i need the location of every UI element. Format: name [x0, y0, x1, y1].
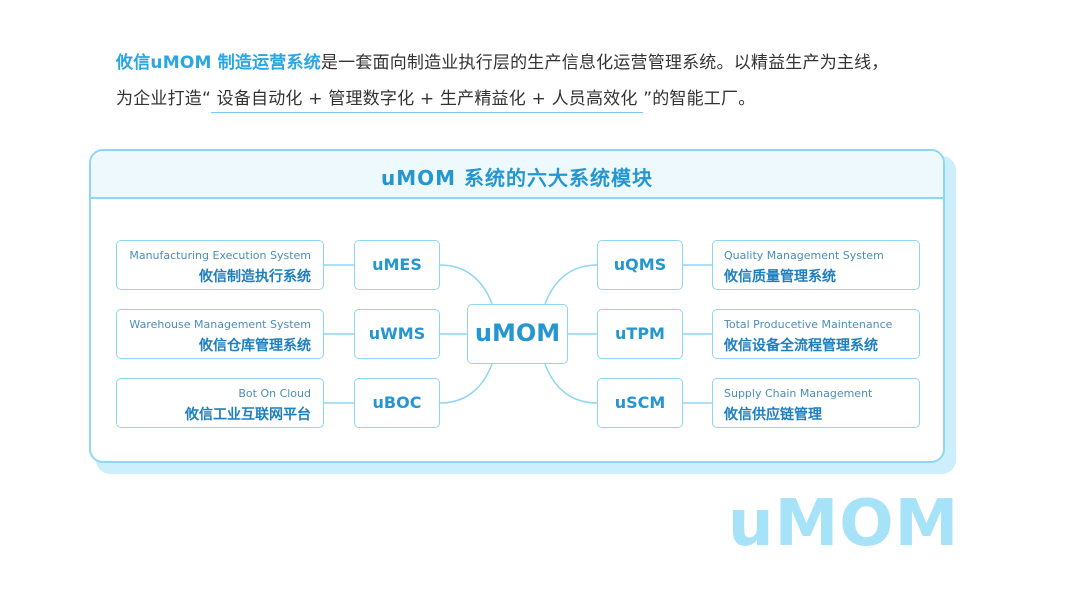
desc-tpm-en: Total Producetive Maintenance — [724, 318, 893, 331]
panel-header: uMOM 系统的六大系统模块 — [91, 151, 943, 199]
desc-scm: Supply Chain Management 攸信供应链管理 — [712, 378, 920, 428]
desc-qms-cn: 攸信质量管理系统 — [724, 269, 836, 285]
curve-scm — [544, 363, 598, 404]
module-umes: uMES — [354, 240, 440, 290]
intro-line-2-after: ”的智能工厂。 — [643, 89, 756, 109]
module-uboc: uBOC — [354, 378, 440, 428]
umom-watermark: uMOM — [728, 487, 960, 561]
desc-wms-en: Warehouse Management System — [129, 318, 311, 331]
desc-tpm-cn: 攸信设备全流程管理系统 — [724, 338, 878, 354]
desc-scm-en: Supply Chain Management — [724, 387, 873, 400]
intro-line-2: 为企业打造“ 设备自动化 + 管理数字化 + 生产精益化 + 人员高效化 ”的智… — [116, 84, 756, 113]
desc-mes-en: Manufacturing Execution System — [129, 249, 311, 262]
module-uwms: uWMS — [354, 309, 440, 359]
curve-qms — [544, 264, 598, 305]
desc-boc-cn: 攸信工业互联网平台 — [185, 407, 311, 423]
intro-line-2-underlined: 设备自动化 + 管理数字化 + 生产精益化 + 人员高效化 — [211, 89, 644, 113]
intro-line-2-before: 为企业打造“ — [116, 89, 212, 109]
desc-boc-en: Bot On Cloud — [238, 387, 311, 400]
desc-tpm: Total Producetive Maintenance 攸信设备全流程管理系… — [712, 309, 920, 359]
curve-mes — [439, 264, 493, 305]
center-umom: uMOM — [467, 304, 568, 364]
curve-boc — [439, 363, 493, 404]
desc-scm-cn: 攸信供应链管理 — [724, 407, 822, 423]
intro-product-name: 攸信uMOM 制造运营系统 — [116, 53, 321, 73]
desc-wms-cn: 攸信仓库管理系统 — [199, 338, 311, 354]
desc-mes-cn: 攸信制造执行系统 — [199, 269, 311, 285]
desc-wms: Warehouse Management System 攸信仓库管理系统 — [116, 309, 324, 359]
module-utpm: uTPM — [597, 309, 683, 359]
desc-qms: Quality Management System 攸信质量管理系统 — [712, 240, 920, 290]
desc-qms-en: Quality Management System — [724, 249, 884, 262]
desc-mes: Manufacturing Execution System 攸信制造执行系统 — [116, 240, 324, 290]
intro-line-1-text: 是一套面向制造业执行层的生产信息化运营管理系统。以精益生产为主线， — [320, 53, 889, 73]
desc-boc: Bot On Cloud 攸信工业互联网平台 — [116, 378, 324, 428]
intro-line-1: 攸信uMOM 制造运营系统是一套面向制造业执行层的生产信息化运营管理系统。以精益… — [116, 48, 889, 73]
module-uqms: uQMS — [597, 240, 683, 290]
panel-title: uMOM 系统的六大系统模块 — [380, 166, 653, 190]
module-uscm: uSCM — [597, 378, 683, 428]
